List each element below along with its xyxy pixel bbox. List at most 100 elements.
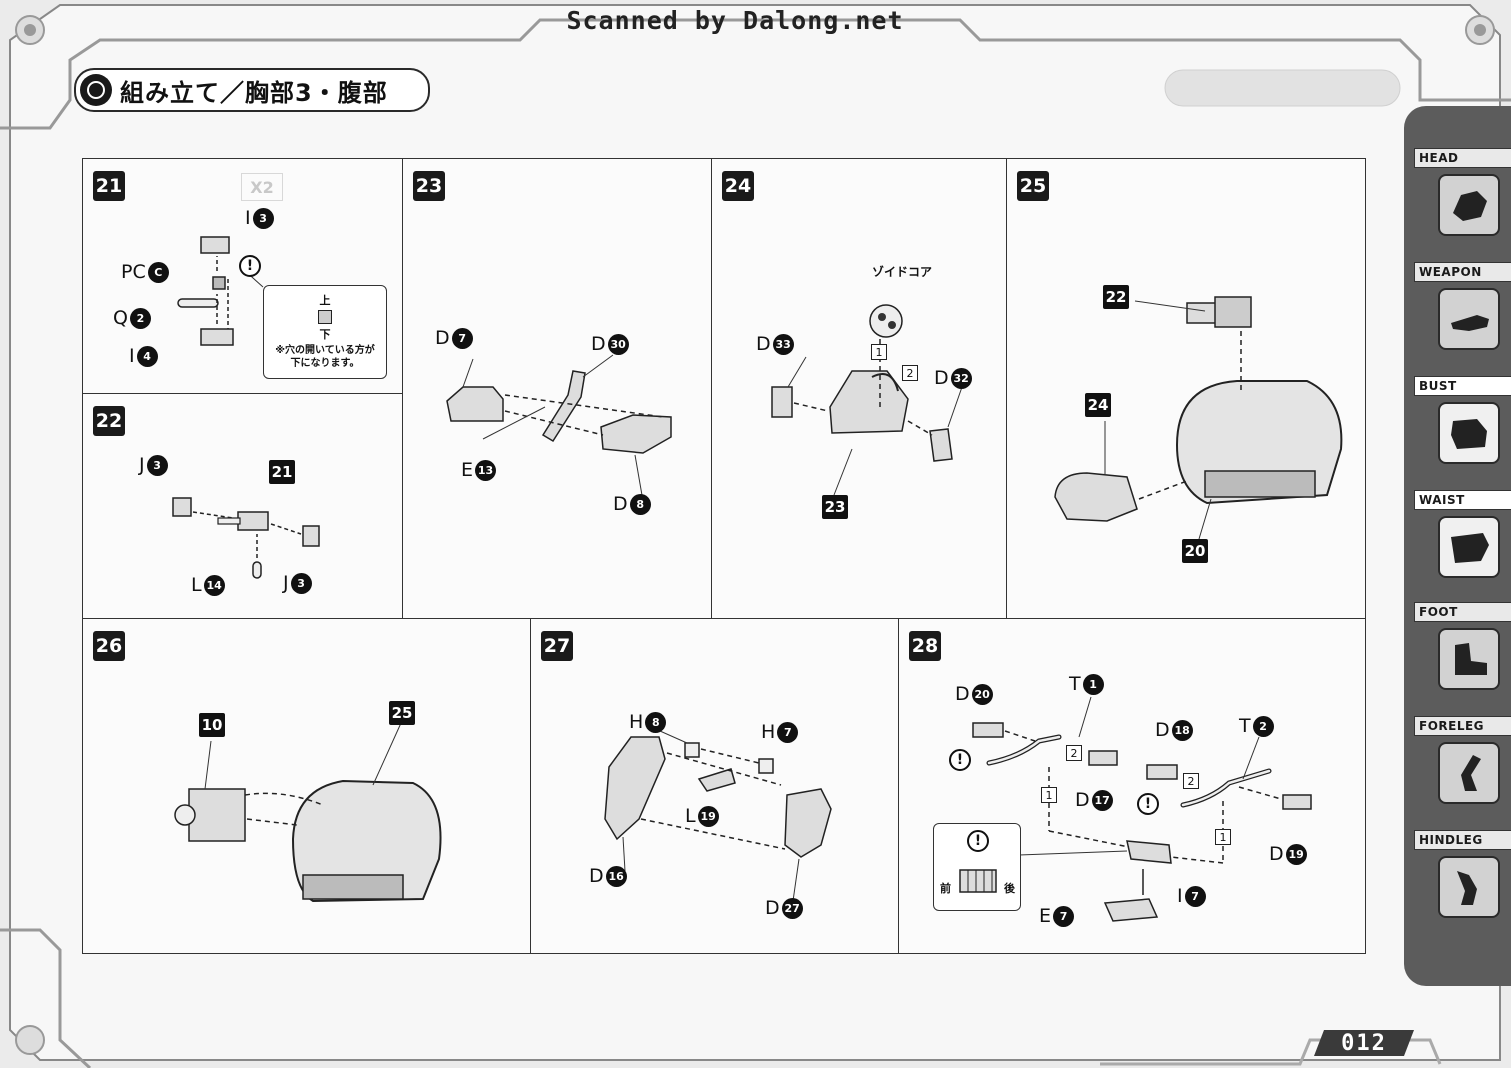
part-number: 33 (772, 333, 794, 355)
part-letter: I (245, 207, 251, 229)
weapon-silhouette-icon (1438, 288, 1500, 350)
part-letter: D (1269, 843, 1284, 865)
part-number: 8 (645, 711, 667, 733)
part-letter: D (1075, 789, 1090, 811)
head-silhouette-icon (1438, 174, 1500, 236)
part-letter: I (1177, 885, 1183, 907)
part-assembly-drawing (604, 726, 832, 902)
tab-label: WEAPON (1414, 262, 1511, 282)
page-title: 組み立て／胸部3・腹部 (120, 78, 388, 107)
foot-silhouette-icon (1438, 628, 1500, 690)
part-assembly-drawing (446, 354, 672, 502)
step-number: 22 (93, 406, 125, 436)
step-number: 24 (722, 171, 754, 201)
part-letter: I (129, 345, 135, 367)
tab-foreleg[interactable]: FORELEG (1414, 716, 1511, 804)
grille-part-drawing (959, 869, 997, 893)
orientation-note: 上 下 ※穴の開いている方が下になります。 (263, 285, 387, 379)
step-number: 28 (909, 631, 941, 661)
sequence-marker: 1 (1041, 787, 1057, 803)
page-number: 012 (1314, 1030, 1414, 1056)
part-number: C (147, 261, 169, 283)
subassembly-ref: 25 (389, 701, 415, 725)
part-assembly-drawing (972, 696, 1312, 922)
step-25-panel: 25 22 24 20 (1006, 158, 1366, 619)
foreleg-silhouette-icon (1438, 742, 1500, 804)
part-number: 3 (252, 207, 274, 229)
step-number: 27 (541, 631, 573, 661)
part-number: 4 (136, 345, 158, 367)
subassembly-ref: 23 (822, 495, 848, 519)
tab-foot[interactable]: FOOT (1414, 602, 1511, 690)
caution-icon: ! (967, 830, 989, 852)
part-letter: D (934, 367, 949, 389)
front-label: 前 (940, 882, 951, 895)
part-number: 7 (1053, 905, 1075, 927)
part-letter: D (1155, 719, 1170, 741)
part-letter: E (461, 459, 474, 481)
part-number: 30 (607, 333, 629, 355)
part-number: 27 (781, 897, 803, 919)
tab-label: FORELEG (1414, 716, 1511, 736)
tab-label: HINDLEG (1414, 830, 1511, 850)
caution-icon: ! (1137, 793, 1159, 815)
step-number: 21 (93, 171, 125, 201)
bust-silhouette-icon (1438, 402, 1500, 464)
subassembly-ref: 21 (269, 460, 295, 484)
part-assembly-drawing (172, 497, 320, 579)
subassembly-ref: 20 (1182, 539, 1208, 563)
caution-icon: ! (239, 255, 261, 277)
part-letter: D (613, 493, 628, 515)
hindleg-silhouette-icon (1438, 856, 1500, 918)
step-26-panel: 26 10 25 (82, 618, 531, 954)
note-bottom-label: 下 (319, 328, 331, 341)
part-letter: D (765, 897, 780, 919)
part-number: 20 (971, 683, 993, 705)
part-letter: PC (121, 261, 146, 283)
compass-icon (80, 74, 112, 106)
step-number: 23 (413, 171, 445, 201)
part-assembly-drawing (1054, 296, 1343, 540)
part-number: 7 (1184, 885, 1206, 907)
part-letter: D (591, 333, 606, 355)
part-letter: J (283, 572, 289, 594)
part-assembly-drawing (771, 304, 963, 496)
tab-head[interactable]: HEAD (1414, 148, 1511, 236)
part-letter: L (685, 805, 696, 827)
tab-hindleg[interactable]: HINDLEG (1414, 830, 1511, 918)
tab-weapon[interactable]: WEAPON (1414, 262, 1511, 350)
subassembly-ref: 10 (199, 713, 225, 737)
tab-waist[interactable]: WAIST (1414, 490, 1511, 578)
part-letter: T (1069, 673, 1081, 695)
tab-bust[interactable]: BUST (1414, 376, 1511, 464)
tab-label: HEAD (1414, 148, 1511, 168)
part-number: 7 (451, 327, 473, 349)
subassembly-ref: 24 (1085, 393, 1111, 417)
part-number: 16 (605, 865, 627, 887)
part-letter: D (435, 327, 450, 349)
step-number: 26 (93, 631, 125, 661)
part-letter: D (589, 865, 604, 887)
section-title-banner: 組み立て／胸部3・腹部 (74, 68, 430, 112)
part-letter: D (955, 683, 970, 705)
part-letter: E (1039, 905, 1052, 927)
